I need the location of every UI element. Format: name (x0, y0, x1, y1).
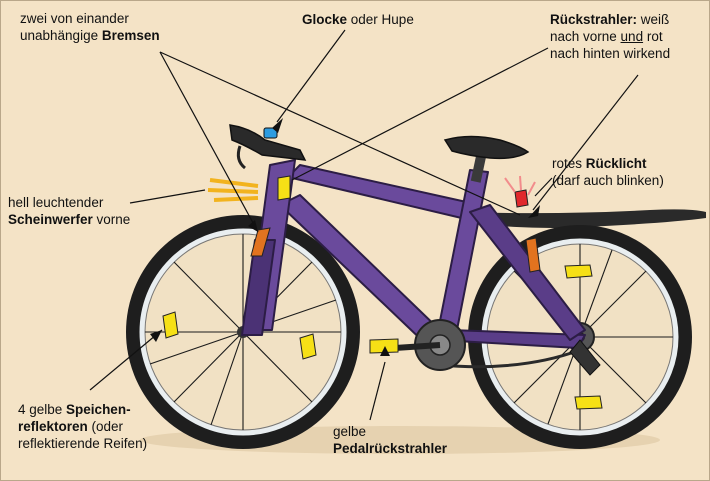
label-rear-light-line2: (darf auch blinken) (552, 172, 664, 189)
label-brakes-line1: zwei von einander (20, 10, 160, 27)
label-reflector-rear-underline: und (621, 29, 644, 44)
label-pedals-line1: gelbe (333, 423, 447, 440)
label-reflector-rear-line2-pre: nach vorne (550, 29, 621, 44)
label-reflector-rear-bold: Rückstrahler: (550, 12, 637, 27)
label-spokes-line2-bold: reflektoren (18, 419, 88, 434)
spoke-reflector-front-left (163, 312, 178, 338)
label-reflector-rear-line1: weiß (637, 12, 669, 27)
label-reflector-rear-line2-post: rot (643, 29, 663, 44)
label-headlight: hell leuchtender Scheinwerfer vorne (8, 194, 130, 228)
label-rear-light: rotes Rücklicht (darf auch blinken) (552, 155, 664, 189)
spoke-reflector-rear-top (565, 265, 592, 278)
rear-light (515, 190, 528, 207)
spoke-reflector-rear-bottom (575, 396, 602, 409)
label-spokes: 4 gelbe Speichen- reflektoren (oder refl… (18, 401, 147, 452)
saddle (445, 137, 528, 159)
label-rear-light-pre: rotes (552, 156, 586, 171)
label-bell: Glocke oder Hupe (302, 11, 414, 28)
label-spokes-line2-rest: (oder (88, 419, 123, 434)
brake-lever (238, 146, 245, 168)
label-pedals: gelbe Pedalrückstrahler (333, 423, 447, 457)
label-bell-rest: oder Hupe (347, 12, 414, 27)
label-pedals-bold: Pedalrückstrahler (333, 441, 447, 456)
label-brakes-bold: Bremsen (102, 28, 160, 43)
label-bell-bold: Glocke (302, 12, 347, 27)
label-headlight-bold: Scheinwerfer (8, 212, 93, 227)
label-brakes-line2: unabhängige (20, 28, 102, 43)
label-headlight-line1: hell leuchtender (8, 194, 130, 211)
label-brakes: zwei von einander unabhängige Bremsen (20, 10, 160, 44)
label-reflector-rear-line3: nach hinten wirkend (550, 45, 670, 62)
spoke-reflector-front-right (300, 334, 316, 359)
label-spokes-line1-bold: Speichen- (66, 402, 131, 417)
label-spokes-line3: reflektierende Reifen) (18, 435, 147, 452)
label-rear-light-bold: Rücklicht (586, 156, 647, 171)
label-headlight-rest: vorne (93, 212, 131, 227)
headlight (208, 176, 290, 200)
crank-arm (395, 345, 440, 348)
label-reflector-rear: Rückstrahler: weiß nach vorne und rot na… (550, 11, 670, 62)
label-spokes-line1-pre: 4 gelbe (18, 402, 66, 417)
